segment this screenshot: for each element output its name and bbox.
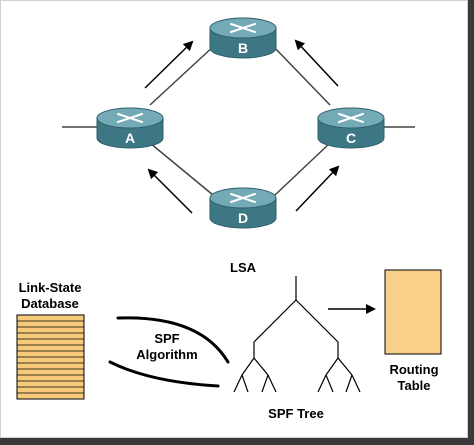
- router-c: C: [317, 107, 385, 149]
- router-a: A: [96, 107, 164, 149]
- arrow-d-to-c: [295, 165, 340, 212]
- arrow-a-to-b: [144, 40, 194, 89]
- router-b: B: [209, 17, 277, 59]
- lsa-arrows: [144, 39, 340, 214]
- network-links: [62, 44, 415, 196]
- link-c-d: [274, 142, 331, 196]
- spf-tree-icon: [233, 276, 361, 393]
- database-label-line1: Link-State: [19, 280, 82, 295]
- arrow-d-to-a: [147, 168, 193, 214]
- arrow-c-to-b: [294, 39, 339, 87]
- router-a-label: A: [125, 130, 135, 146]
- router-c-label: C: [346, 130, 356, 146]
- routing-table-label-line1: Routing: [389, 362, 438, 377]
- routing-table-box: [384, 269, 442, 355]
- database-label-line2: Database: [21, 296, 79, 311]
- router-d-label: D: [238, 210, 248, 226]
- router-d: D: [209, 187, 277, 229]
- algorithm-label-line1: SPF: [154, 331, 179, 346]
- lsa-label: LSA: [230, 260, 257, 275]
- router-arrows-icon: [230, 193, 256, 203]
- router-arrows-icon: [117, 113, 143, 123]
- algorithm-label-line2: Algorithm: [136, 347, 197, 362]
- spf-algorithm-curves: [108, 316, 230, 388]
- link-a-b: [149, 44, 216, 106]
- router-b-label: B: [238, 40, 248, 56]
- link-a-d: [149, 142, 214, 196]
- router-arrows-icon: [338, 113, 364, 123]
- database-stack-icon: [16, 314, 85, 400]
- router-arrows-icon: [230, 23, 256, 33]
- link-b-c: [271, 44, 331, 106]
- routing-table-label-line2: Table: [398, 378, 431, 393]
- spf-tree-label: SPF Tree: [268, 406, 324, 421]
